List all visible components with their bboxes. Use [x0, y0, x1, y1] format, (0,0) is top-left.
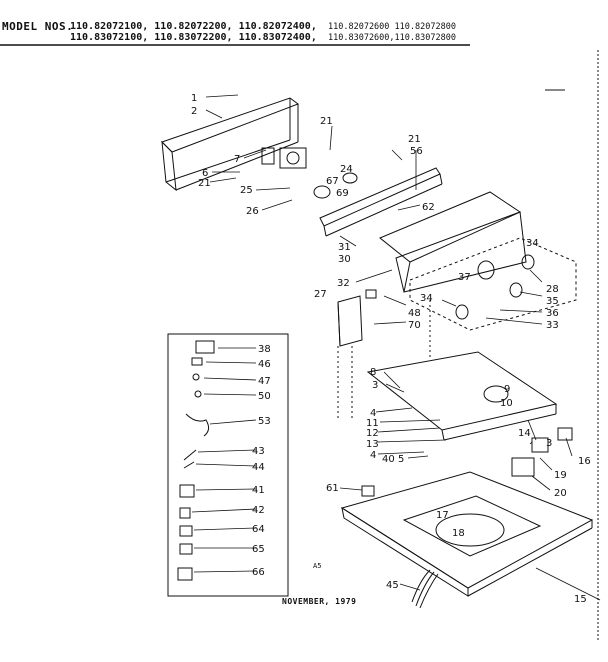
console-base	[379, 191, 527, 293]
callout-11: 11	[366, 418, 379, 429]
callout-17: 17	[436, 510, 449, 521]
callout-46: 46	[258, 359, 271, 370]
callout-36: 36	[546, 308, 559, 319]
leader-lines	[191, 94, 601, 601]
callout-37: 37	[458, 272, 471, 283]
callout-65: 65	[252, 544, 265, 555]
callout-20: 20	[554, 488, 567, 499]
callout-21: 21	[408, 134, 421, 145]
callout-70: 70	[408, 320, 421, 331]
diagram-code: A5	[313, 562, 322, 570]
callout-34: 34	[526, 238, 539, 249]
callout-21: 21	[198, 178, 211, 189]
knob-parts	[455, 254, 535, 320]
callout-34: 34	[420, 293, 433, 304]
callout-26: 26	[246, 206, 259, 217]
callout-18: 18	[452, 528, 465, 539]
callout-38: 38	[258, 344, 271, 355]
callout-14: 14	[518, 428, 531, 439]
callout-43: 43	[252, 446, 265, 457]
callout-19: 19	[554, 470, 567, 481]
callout-8: 8	[370, 367, 376, 378]
callout-42: 42	[252, 505, 265, 516]
callout-69: 69	[336, 188, 349, 199]
callout-9: 9	[504, 384, 510, 395]
callout-6: 6	[202, 168, 208, 179]
callout-64: 64	[252, 524, 265, 535]
callout-40: 40	[382, 454, 395, 465]
model-numbers-line-2: 110.83072100, 110.83072200, 110.83072400…	[70, 32, 317, 43]
callout-28: 28	[546, 284, 559, 295]
callout-3: 3	[372, 380, 378, 391]
callout-35: 35	[546, 296, 559, 307]
callout-32: 32	[337, 278, 350, 289]
top-plate	[366, 351, 558, 441]
model-numbers-line-2b: 110.83072600,110.83072800	[328, 33, 456, 43]
diagram-date: NOVEMBER, 1979	[282, 597, 357, 606]
wire-harness	[411, 569, 439, 609]
callout-50: 50	[258, 391, 271, 402]
callout-53: 53	[258, 416, 271, 427]
callout-61: 61	[326, 483, 339, 494]
callout-56: 56	[410, 146, 423, 157]
callout-45: 45	[386, 580, 399, 591]
model-nos-label: MODEL NOS.	[2, 20, 74, 33]
callout-4: 4	[370, 450, 376, 461]
callout-1: 1	[191, 93, 197, 104]
model-numbers-line-1b: 110.82072600 110.82072800	[328, 22, 456, 32]
callout-10: 10	[500, 398, 513, 409]
control-rail	[319, 167, 443, 237]
callout-16: 16	[578, 456, 591, 467]
callout-numbers: 1 2 3 3 4 4 5 6 7 8 9 10 11 12 13 14 15 …	[191, 93, 591, 605]
callout-5: 5	[398, 454, 404, 465]
callout-44: 44	[252, 462, 265, 473]
callout-66: 66	[252, 567, 265, 578]
callout-24: 24	[340, 164, 353, 175]
parts-kit-items	[177, 340, 215, 581]
callout-27: 27	[314, 289, 327, 300]
callout-30: 30	[338, 254, 351, 265]
parts-kit-box	[167, 333, 289, 597]
callout-2: 2	[191, 106, 197, 117]
callout-48: 48	[408, 308, 421, 319]
callout-7: 7	[234, 154, 240, 165]
timer-switch-assembly	[261, 147, 358, 199]
callout-47: 47	[258, 376, 271, 387]
model-numbers-line-1: 110.82072100, 110.82072200, 110.82072400…	[70, 21, 317, 32]
callout-21: 21	[320, 116, 333, 127]
callout-3: 3	[546, 438, 552, 449]
callout-67: 67	[326, 176, 339, 187]
callout-12: 12	[366, 428, 379, 439]
control-module	[337, 289, 377, 347]
cabinet-top	[340, 471, 594, 597]
callout-25: 25	[240, 185, 253, 196]
callout-33: 33	[546, 320, 559, 331]
callout-4: 4	[370, 408, 376, 419]
callout-31: 31	[338, 242, 351, 253]
callout-62: 62	[422, 202, 435, 213]
motor-switch-parts	[361, 427, 573, 497]
console-panel	[161, 97, 300, 192]
callout-13: 13	[366, 439, 379, 450]
callout-15: 15	[574, 594, 587, 605]
callout-41: 41	[252, 485, 265, 496]
